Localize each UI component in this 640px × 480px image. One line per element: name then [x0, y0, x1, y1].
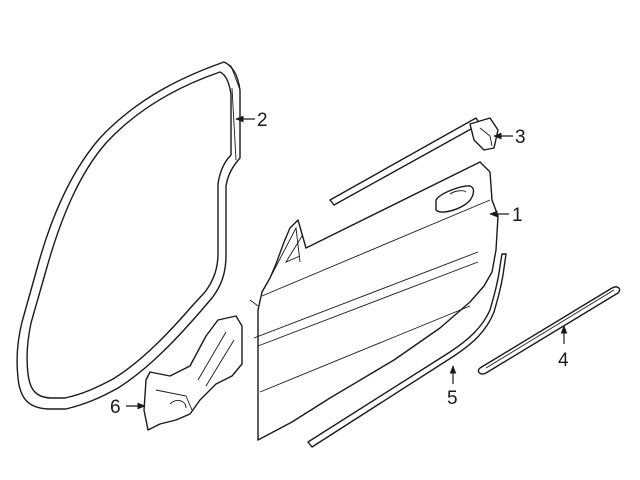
callout-4-label: 4 [558, 350, 569, 371]
callout-1-label: 1 [512, 205, 523, 226]
callout-2-label: 2 [257, 110, 268, 131]
callout-6-label: 6 [110, 397, 121, 418]
callout-2: 2 [235, 110, 268, 131]
callout-4: 4 [558, 325, 569, 371]
callout-3-label: 3 [515, 127, 526, 148]
side-molding-part [477, 286, 621, 375]
callout-1: 1 [489, 205, 523, 226]
upper-frame-molding-part [329, 117, 499, 206]
callout-6: 6 [110, 397, 146, 418]
callout-5: 5 [447, 365, 458, 409]
door-seal-part [307, 253, 507, 448]
callout-3: 3 [493, 127, 526, 148]
door-shell-part [249, 161, 499, 441]
inner-bracket-part [143, 315, 243, 431]
callout-5-label: 5 [447, 388, 458, 409]
door-opening-seal-part [16, 61, 241, 410]
